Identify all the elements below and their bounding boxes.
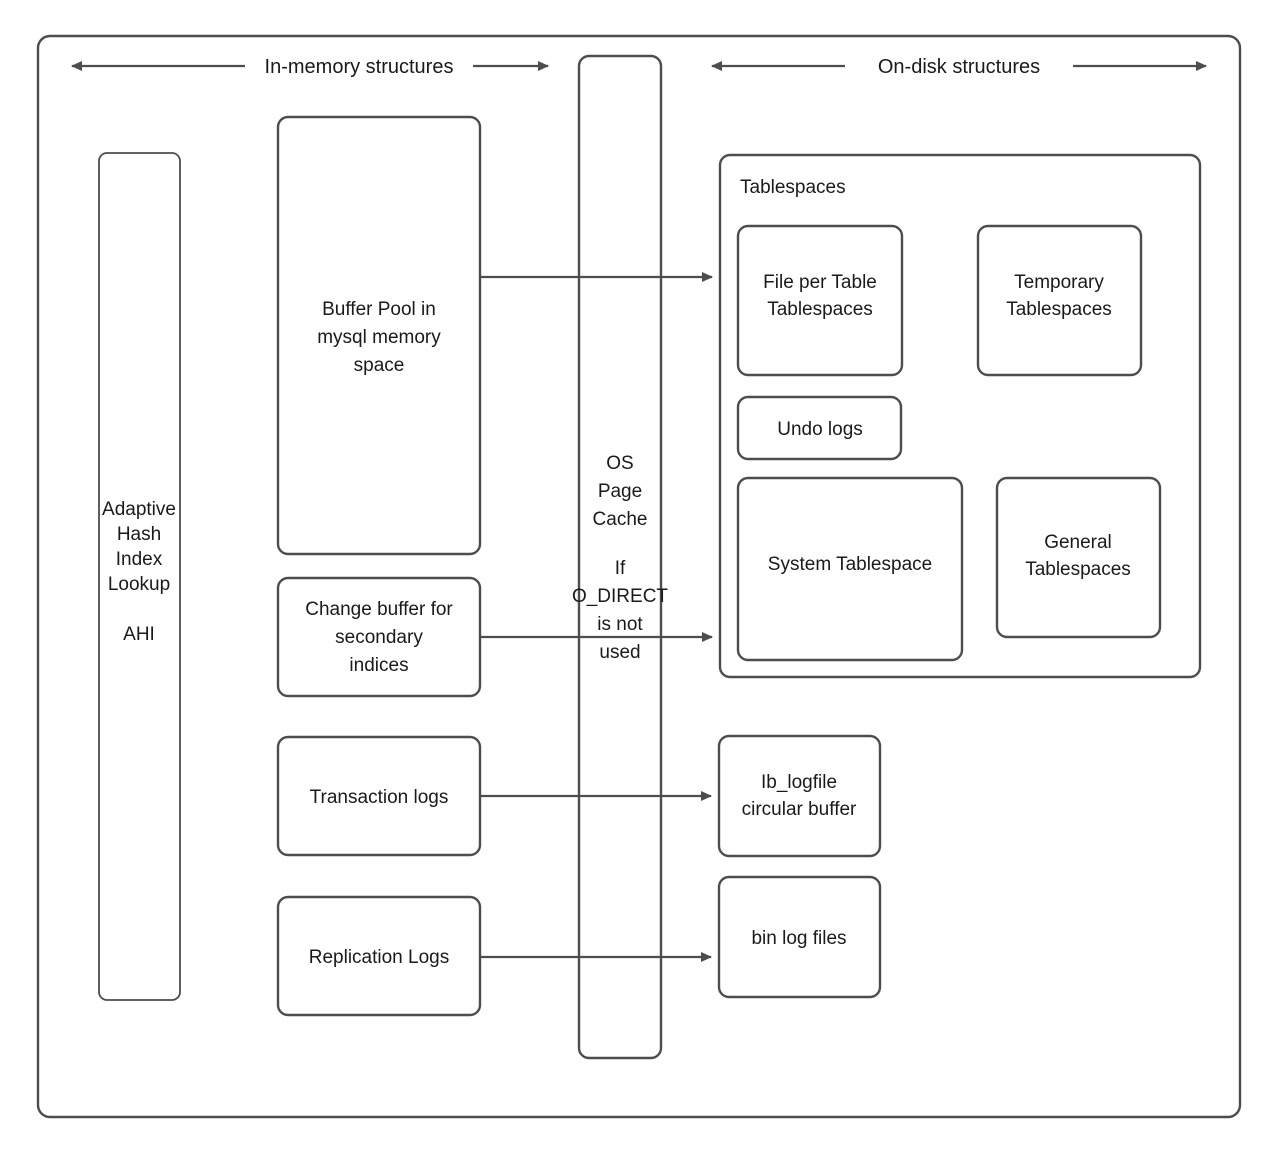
ahi-label-line3: Index (116, 549, 163, 570)
change-buffer-box[interactable]: Change buffer for secondary indices (276, 576, 482, 698)
adaptive-hash-index-box[interactable]: Adaptive Hash Index Lookup AHI (98, 152, 181, 1001)
ahi-label-line4: Lookup (108, 574, 170, 595)
buffer-pool-label-line1: Buffer Pool in (322, 299, 436, 320)
file-per-table-label-line1: File per Table (763, 272, 877, 293)
bin-log-files-label: bin log files (751, 928, 846, 949)
general-tablespaces-label-line1: General (1044, 532, 1112, 553)
temporary-tablespaces-label-line1: Temporary (1014, 272, 1104, 293)
ib-logfile-circular-buffer-box[interactable]: Ib_logfile circular buffer (717, 734, 882, 858)
os-page-cache-label-line5: O_DIRECT (572, 586, 668, 607)
tablespaces-group-label: Tablespaces (740, 177, 846, 198)
buffer-pool-box[interactable]: Buffer Pool in mysql memory space (276, 115, 482, 556)
system-tablespace-box[interactable]: System Tablespace (736, 476, 964, 662)
on-disk-structures-label: On-disk structures (878, 56, 1040, 78)
buffer-pool-label-line3: space (354, 355, 405, 376)
undo-logs-label: Undo logs (777, 419, 863, 440)
ib-logfile-label-line2: circular buffer (742, 799, 857, 820)
os-page-cache-box[interactable]: OS Page Cache If O_DIRECT is not used (572, 54, 668, 1060)
transaction-logs-label: Transaction logs (310, 787, 449, 808)
change-buffer-label-line2: secondary (335, 627, 423, 648)
os-page-cache-label-line2: Page (598, 481, 642, 502)
os-page-cache-label-line1: OS (606, 453, 633, 474)
undo-logs-box[interactable]: Undo logs (736, 395, 903, 461)
os-page-cache-label-line6: is not (597, 614, 643, 635)
file-per-table-tablespaces-box[interactable]: File per Table Tablespaces (736, 224, 904, 377)
general-tablespaces-label-line2: Tablespaces (1025, 559, 1131, 580)
on-disk-structures-header: On-disk structures (711, 56, 1207, 78)
change-buffer-label-line1: Change buffer for (305, 599, 453, 620)
ahi-label-line5: AHI (123, 624, 155, 645)
system-tablespace-label: System Tablespace (768, 554, 932, 575)
buffer-pool-label-line2: mysql memory (317, 327, 441, 348)
transaction-logs-box[interactable]: Transaction logs (276, 735, 482, 857)
os-page-cache-label-line4: If (615, 558, 626, 579)
file-per-table-label-line2: Tablespaces (767, 299, 873, 320)
temporary-tablespaces-label-line2: Tablespaces (1006, 299, 1112, 320)
os-page-cache-label-line7: used (599, 642, 640, 663)
change-buffer-label-line3: indices (349, 655, 408, 676)
general-tablespaces-box[interactable]: General Tablespaces (995, 476, 1162, 639)
bin-log-files-box[interactable]: bin log files (717, 875, 882, 999)
in-memory-structures-label: In-memory structures (265, 56, 454, 78)
ib-logfile-label-line1: Ib_logfile (761, 772, 837, 793)
in-memory-structures-header: In-memory structures (71, 56, 549, 78)
replication-logs-box[interactable]: Replication Logs (276, 895, 482, 1017)
replication-logs-label: Replication Logs (309, 947, 449, 968)
os-page-cache-label-line3: Cache (593, 509, 648, 530)
ahi-label-line1: Adaptive (102, 499, 176, 520)
tablespaces-group: Tablespaces File per Table Tablespaces T… (718, 153, 1202, 679)
ahi-label-line2: Hash (117, 524, 161, 545)
temporary-tablespaces-box[interactable]: Temporary Tablespaces (976, 224, 1143, 377)
